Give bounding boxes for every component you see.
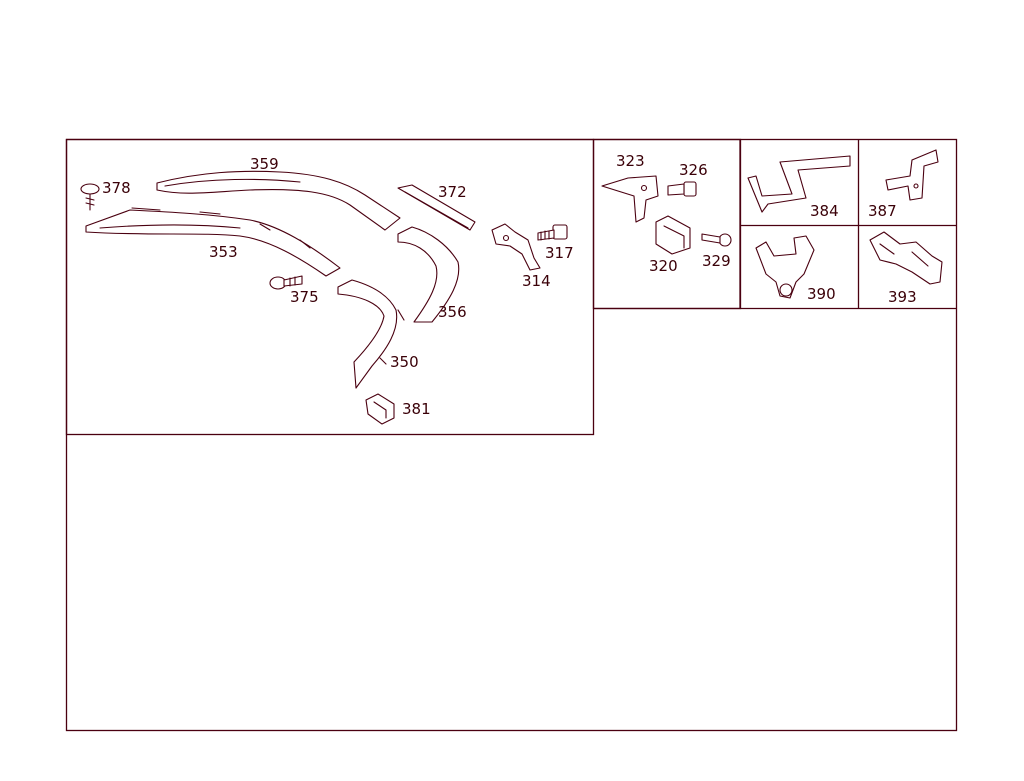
callout-350: 350: [390, 353, 419, 371]
part-314-bracket: [491, 223, 541, 271]
part-350-duct: [337, 279, 405, 389]
callout-381: 381: [402, 400, 431, 418]
part-317-bolt: [537, 224, 568, 241]
callout-314: 314: [522, 272, 551, 290]
part-384-bracket: [747, 155, 851, 213]
callout-384: 384: [810, 202, 839, 220]
callout-393: 393: [888, 288, 917, 306]
callout-329: 329: [702, 252, 731, 270]
callout-320: 320: [649, 257, 678, 275]
part-320-clip: [655, 215, 691, 255]
part-375-screw: [269, 275, 303, 290]
part-356-curved-panel: [397, 226, 460, 323]
part-393-double-clip: [869, 231, 943, 285]
callout-326: 326: [679, 161, 708, 179]
callout-390: 390: [807, 285, 836, 303]
part-381-clip: [365, 393, 395, 425]
part-359-upper-trim: [156, 170, 401, 231]
part-323-bracket: [601, 175, 659, 223]
callout-317: 317: [545, 244, 574, 262]
part-353-lower-trim: [85, 207, 341, 277]
part-378-screw: [80, 183, 100, 211]
callout-387: 387: [868, 202, 897, 220]
callout-359: 359: [250, 155, 279, 173]
callout-356: 356: [438, 303, 467, 321]
callout-378: 378: [102, 179, 131, 197]
part-329-screw: [701, 233, 732, 247]
callout-372: 372: [438, 183, 467, 201]
part-390-pipe-clip: [755, 235, 815, 299]
callout-323: 323: [616, 152, 645, 170]
callout-375: 375: [290, 288, 319, 306]
callout-353: 353: [209, 243, 238, 261]
part-372-strip: [397, 184, 476, 231]
part-387-bracket: [885, 149, 939, 201]
part-326-bolt: [667, 181, 697, 197]
